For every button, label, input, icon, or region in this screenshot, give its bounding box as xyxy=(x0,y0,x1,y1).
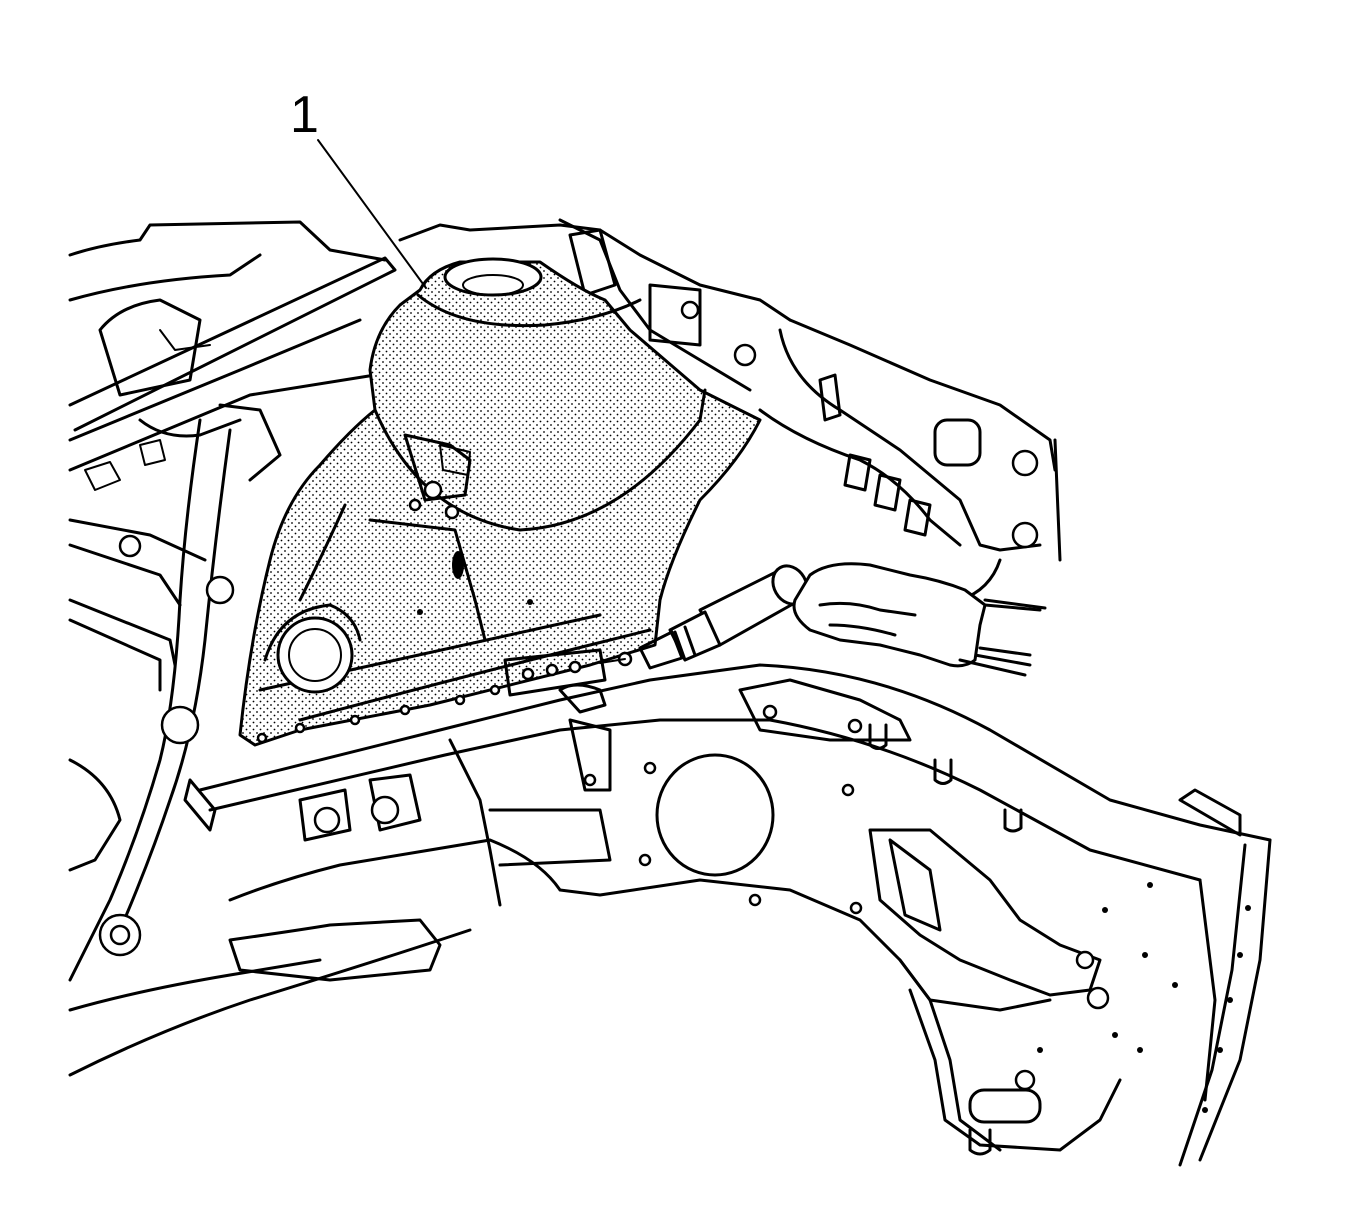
callout-label: 1 xyxy=(290,86,319,144)
callout-1: 1 xyxy=(290,86,427,289)
front-rail-end xyxy=(868,828,1272,1167)
adhesive-applicator-icon xyxy=(599,564,809,670)
upper-rail-structure xyxy=(398,218,1062,667)
lower-front-rail xyxy=(183,663,1272,1152)
gloved-hand-icon xyxy=(792,562,1042,677)
callout-leader-line xyxy=(317,139,427,289)
strut-tower-panel xyxy=(238,257,762,747)
left-body-structure xyxy=(68,220,472,1077)
